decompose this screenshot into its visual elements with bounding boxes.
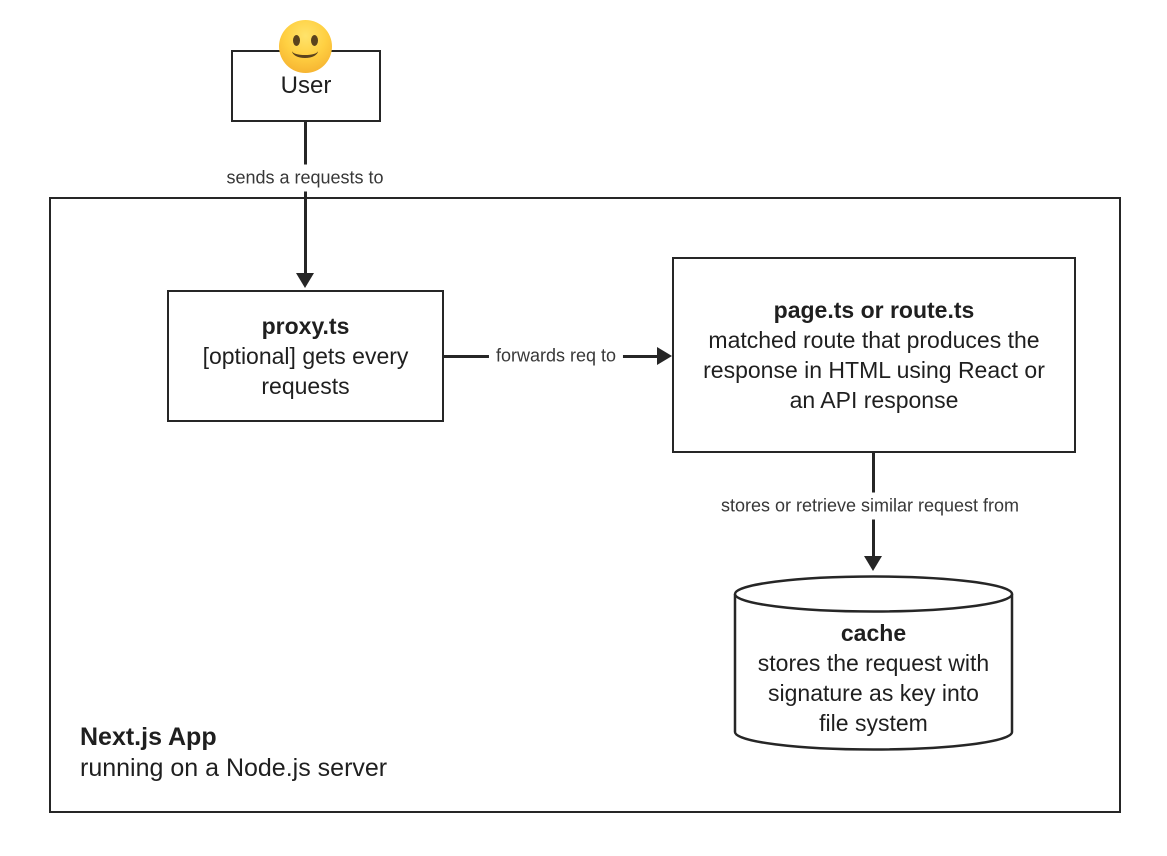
container-title: Next.js App (80, 723, 217, 751)
user-node-label: User (280, 72, 332, 99)
container-subtitle: running on a Node.js server (80, 754, 388, 782)
proxy-node-body: [optional] gets every requests (202, 343, 409, 399)
emoji-right-eye (311, 35, 318, 46)
container-caption: Next.js App running on a Node.js server (80, 722, 387, 784)
edge-label-proxy-to-page: forwards req to (488, 342, 624, 370)
proxy-node-box: proxy.ts [optional] gets every requests (167, 290, 444, 422)
edge-user-to-proxy-line (304, 122, 307, 275)
edge-label-user-to-proxy: sends a requests to (219, 164, 391, 192)
proxy-node-title: proxy.ts (261, 313, 350, 339)
emoji-left-eye (293, 35, 300, 46)
emoji-smile (292, 44, 318, 58)
cache-node-text: cache stores the request with signature … (733, 618, 1014, 738)
nextjs-app-container-box (49, 197, 1121, 813)
edge-proxy-to-page-arrowhead-icon (657, 347, 672, 365)
page-node-box: page.ts or route.ts matched route that p… (672, 257, 1076, 453)
edge-page-to-cache-arrowhead-icon (864, 556, 882, 571)
page-node-body: matched route that produces the response… (703, 327, 1045, 413)
database-cylinder-icon (733, 575, 1014, 751)
edge-label-page-to-cache: stores or retrieve similar request from (713, 492, 1027, 520)
cache-node-cylinder: cache stores the request with signature … (733, 574, 1014, 752)
edge-user-to-proxy-arrowhead-icon (296, 273, 314, 288)
cache-node-body: stores the request with signature as key… (757, 650, 990, 736)
smiling-face-emoji-icon (279, 20, 332, 73)
page-node-title: page.ts or route.ts (773, 297, 975, 323)
cache-node-title: cache (840, 620, 907, 646)
